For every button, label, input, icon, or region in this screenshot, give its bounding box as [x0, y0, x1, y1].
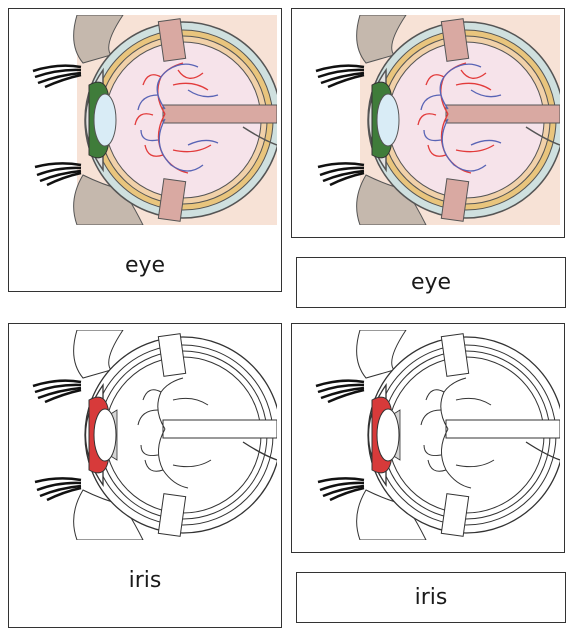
eye-illustration	[314, 15, 560, 225]
control-card-iris: iris	[8, 323, 282, 628]
card-label: iris	[128, 568, 162, 593]
label-text: iris	[414, 585, 448, 610]
control-card-eye: eye	[8, 8, 282, 292]
iris-illustration	[31, 330, 277, 540]
label-card-iris: iris	[296, 572, 566, 623]
label-text: eye	[410, 270, 452, 295]
picture-card-eye	[291, 8, 565, 238]
eye-illustration	[31, 15, 277, 225]
picture-card-iris	[291, 323, 565, 553]
label-card-eye: eye	[296, 257, 566, 308]
iris-illustration	[314, 330, 560, 540]
card-label: eye	[124, 253, 166, 278]
